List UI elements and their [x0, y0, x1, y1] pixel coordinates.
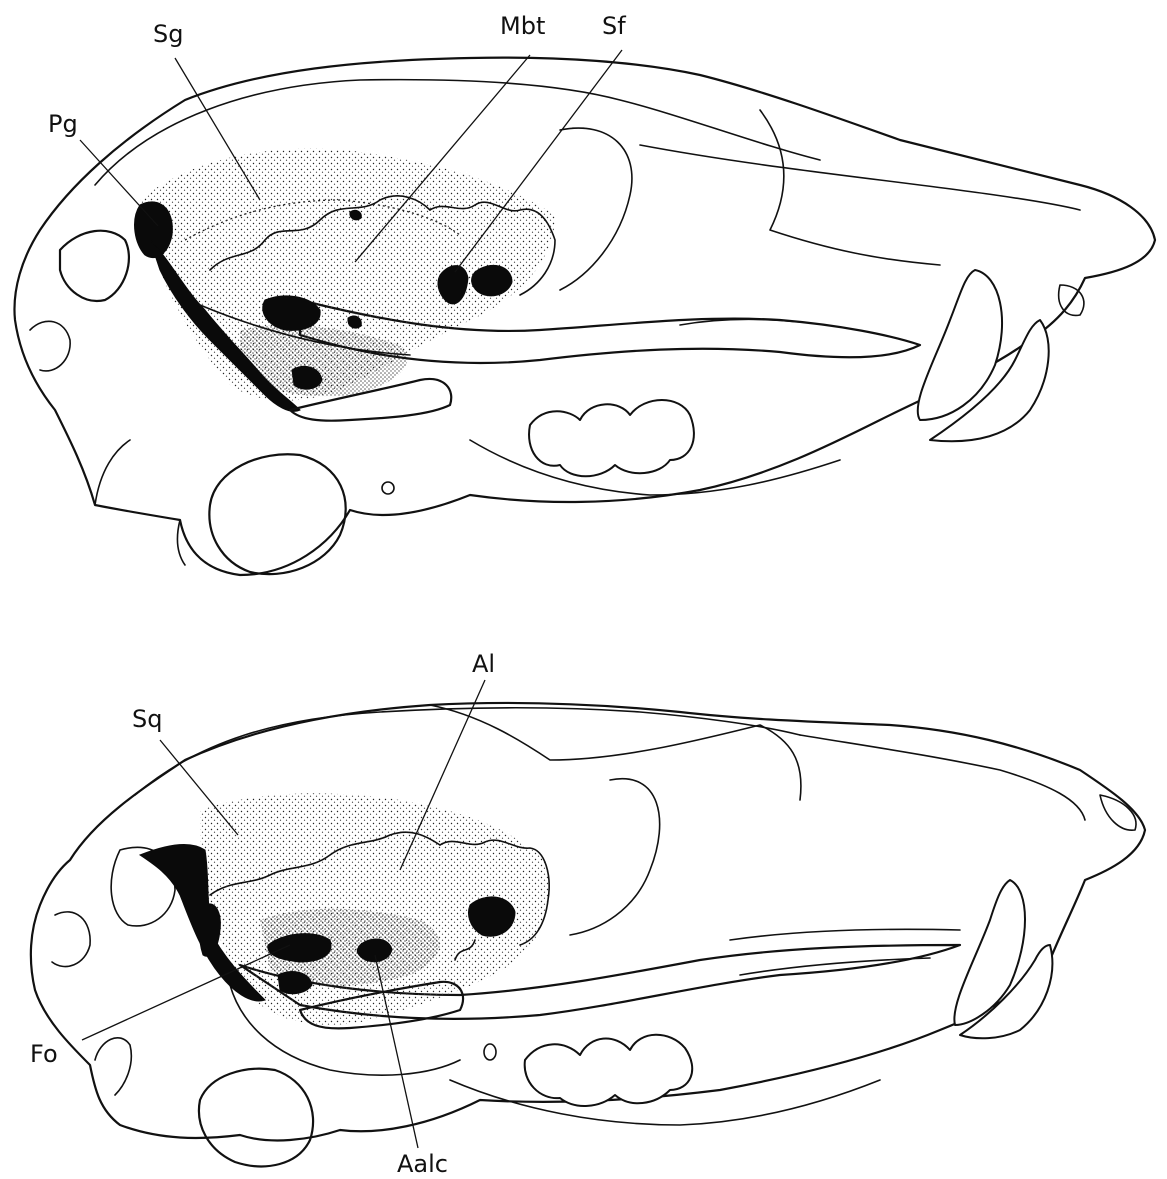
top-skull-optic-foramen — [472, 265, 512, 295]
label-mbt: Mbt — [500, 12, 545, 40]
bottom-skull-incisor-tip — [1100, 795, 1136, 830]
top-skull-small-foramen — [382, 482, 394, 494]
bottom-skull-paroccipital — [95, 1038, 131, 1095]
label-pg: Pg — [48, 110, 78, 138]
bottom-skull-tympanic-bulla — [199, 1069, 313, 1167]
top-skull-tympanic-bulla — [209, 454, 345, 574]
label-sg: Sg — [153, 20, 183, 48]
label-al: Al — [472, 650, 495, 678]
bottom-skull: Sq Al Fo Aalc — [30, 650, 1145, 1178]
bottom-skull-sagittal-crest — [135, 708, 800, 795]
bottom-skull-nasal — [800, 735, 1085, 820]
top-skull-condyle — [30, 321, 70, 371]
top-skull: Pg Sg Mbt Sf — [14, 12, 1155, 575]
label-fo: Fo — [30, 1040, 58, 1068]
top-skull-occipital — [60, 231, 129, 301]
top-skull-nasal-line — [760, 110, 940, 265]
bottom-skull-small-foramen — [484, 1044, 496, 1060]
top-skull-orbit — [560, 128, 632, 290]
top-skull-foramen-tiny-2 — [350, 210, 361, 219]
top-skull-paroccipital — [95, 440, 185, 565]
leader-pg — [80, 140, 158, 226]
bottom-skull-condyle — [52, 912, 90, 967]
top-skull-rostrum-line — [640, 145, 1080, 210]
label-aalc: Aalc — [397, 1150, 448, 1178]
label-sq: Sq — [132, 705, 162, 733]
top-skull-foramen-tiny — [348, 316, 361, 328]
label-sf: Sf — [602, 12, 626, 40]
top-skull-molar-row — [529, 400, 694, 476]
